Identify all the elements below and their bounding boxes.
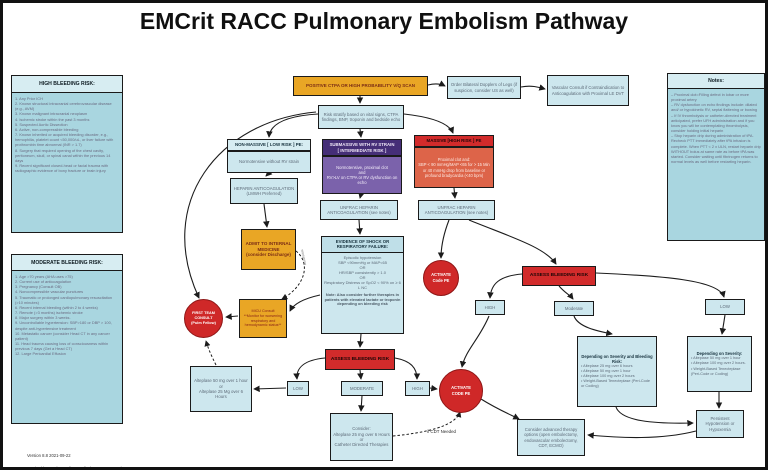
nonmassive-body: Normotensive without RV strain [227, 151, 311, 173]
credit-line: Inspired by North Carolina Medical Cente… [27, 465, 122, 470]
version-footer: Version 8.8 2021-09-22 Inspired by North… [27, 447, 122, 470]
alteplase-low-bleed-node: Alteplase 50 mg over 1 hour or Alteplase… [190, 366, 252, 412]
activate-code-pe-bottom-circle: ACTIVATE CODE PE [439, 369, 483, 413]
high-bleeding-risk-panel: HIGH BLEEDING RISK: 1. Any Prior ICH 2. … [11, 75, 123, 233]
first-team-consult-circle: FIRST TEAM CONSULT (Pulm Fellow) [184, 299, 223, 338]
branch-moderate-mid: MODERATE [341, 381, 383, 396]
high-bleeding-risk-list: 1. Any Prior ICH 2. Known structural int… [15, 96, 114, 174]
evidence-note: Note: Also consider further therapies in… [324, 291, 401, 307]
branch-high-right: HIGH [475, 300, 505, 315]
assess-bleeding-risk-right: ASSESS BLEEDING RISK [522, 266, 596, 286]
evidence-of-shock-node: EVIDENCE OF SHOCK OR RESPIRATORY FAILURE… [321, 236, 404, 334]
branch-low-right: LOW [705, 299, 745, 315]
depending-severity-bleeding-title: Depending on Severity and Bleeding Risk: [581, 353, 653, 364]
flow-arrows [184, 80, 727, 439]
notes-list: – Proximal clot=Filling defect in lobar … [671, 92, 761, 165]
unfrac-heparin-mid-node: UNFRAC HEPARIN ANTICOAGULATION (see note… [320, 200, 398, 220]
evidence-header: EVIDENCE OF SHOCK OR RESPIRATORY FAILURE… [322, 237, 403, 253]
moderate-bleeding-risk-panel: MODERATE BLEEDING RISK: 1. Age >70 years… [11, 254, 123, 424]
page-title: EMCrit RACC Pulmonary Embolism Pathway [139, 8, 629, 34]
notes-panel: Notes: – Proximal clot=Filling defect in… [667, 73, 765, 241]
positive-ctpa-node: POSITIVE CTPA OR HIGH PROBABILITY V/Q SC… [293, 76, 428, 96]
moderate-bleeding-risk-list: 1. Age >70 years (AHA uses >75) 2. Curre… [15, 274, 113, 357]
moderate-bleeding-risk-title: MODERATE BLEEDING RISK: [12, 255, 122, 271]
persistent-hypotension-node: Persistent Hypotension or Hypoxemia [696, 410, 744, 438]
depending-severity-bleeding-node: Depending on Severity and Bleeding Risk:… [577, 336, 657, 407]
depending-severity-title: Depending on Severity: [696, 351, 743, 357]
heparin-lmwh-node: HEPARIN ANTICOAGULATION (LMWH Preferred) [230, 178, 298, 204]
admit-internal-medicine-node: ADMIT TO INTERNAL MEDICINE (consider Dis… [241, 229, 296, 270]
assess-bleeding-risk-mid: ASSESS BLEEDING RISK [325, 349, 395, 370]
branch-moderate-right: Moderate [554, 301, 594, 316]
branch-high-mid: HIGH [405, 381, 430, 396]
depending-severity-list: • Alteplase 50 mg over 1 hour • Alteplas… [691, 356, 746, 376]
massive-body: Proximal clot and: SBP < 90 mmHg/MAP <65… [414, 147, 494, 188]
depending-severity-node: Depending on Severity: • Alteplase 50 mg… [687, 336, 752, 392]
high-bleeding-risk-title: HIGH BLEEDING RISK: [12, 76, 122, 93]
submassive-header: SUBMASSIVE WITH RV STRAIN [ INTERMEDIATE… [322, 139, 402, 156]
evidence-body: Episodic hypotension SBP <90mmHg or MAP<… [324, 254, 401, 290]
branch-low-mid: LOW [287, 381, 309, 396]
version-line: Version 8.8 2021-09-22 [27, 453, 71, 459]
vascular-consult-node: Vascular Consult if Contraindication to … [547, 75, 629, 106]
nonmassive-header: NON-MASSIVE [ LOW RISK ] PE: [227, 139, 311, 151]
cdt-needed-label: if CDT Needed [427, 429, 456, 434]
risk-stratify-node: Risk stratify based on vital signs, CTPA… [318, 105, 404, 129]
advanced-therapy-node: Consider advanced therapy options (open … [517, 419, 585, 456]
micu-consult-node: MICU Consult **Monitor for worsening res… [239, 299, 287, 338]
notes-title: Notes: [668, 74, 764, 89]
activate-code-pe-circle: ACTIVATE Code PE [423, 260, 459, 296]
depending-severity-bleeding-list: • Alteplase 25 mg over 6 hours • Altepla… [581, 363, 650, 389]
submassive-body: Normotensive, proximal clot and RV>LV on… [322, 156, 402, 194]
consider-alteplase-node: Consider: Alteplase 25 mg over 6 Hours o… [330, 413, 393, 461]
order-dopplers-node: Order Bilateral Dopplers of Legs (if sus… [447, 76, 521, 99]
massive-header: MASSIVE [HIGH RISK ] PE [414, 135, 494, 147]
unfrac-heparin-right-node: UNFRAC HEPARIN ANTICOAGULATION (see note… [418, 200, 495, 220]
